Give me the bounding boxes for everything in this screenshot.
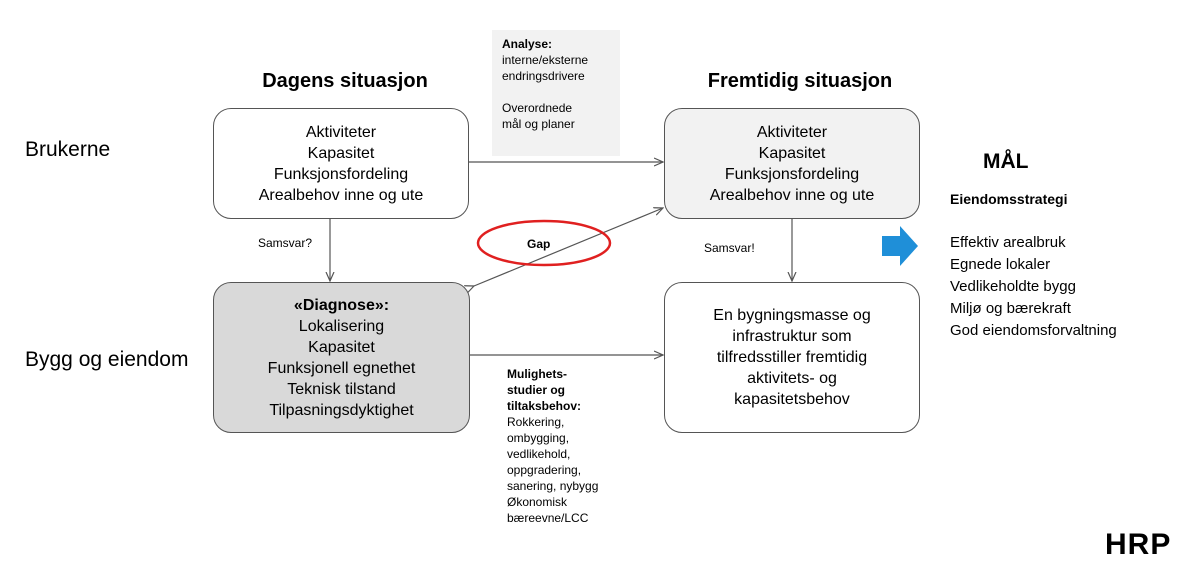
row-label-buildings: Bygg og eiendom <box>25 348 189 371</box>
box-line: Aktiviteter <box>756 123 828 141</box>
box-line: Kapasitet <box>308 338 375 356</box>
analyse-line: endringsdrivere <box>502 69 585 83</box>
box-line: Teknisk tilstand <box>287 380 396 398</box>
samsvar-left-label: Samsvar? <box>258 236 313 250</box>
box-line: Funksjonsfordeling <box>724 165 860 183</box>
box-line: Kapasitet <box>307 144 375 162</box>
goal-item: God eiendomsforvaltning <box>950 322 1117 339</box>
box-line: Kapasitet <box>758 144 826 162</box>
measures-line: Økonomisk <box>507 495 568 509</box>
goal-item: Egnede lokaler <box>950 256 1051 273</box>
box-future-users: Aktiviteter Kapasitet Funksjonsfordeling… <box>664 108 920 219</box>
analyse-line: interne/eksterne <box>502 53 589 67</box>
measures-line: ombygging, <box>507 431 570 445</box>
analyse-line <box>502 84 610 100</box>
box-future-buildings: En bygningsmasse og infrastruktur som ti… <box>664 282 920 433</box>
goal-list: Effektiv arealbruk Egnede lokaler Vedlik… <box>950 232 1190 342</box>
gap-label: Gap <box>527 237 551 251</box>
measures-line: bæreevne/LCC <box>507 511 589 525</box>
analyse-note: Analyse: interne/eksterne endringsdriver… <box>492 30 620 156</box>
analyse-title: Analyse: <box>502 37 553 51</box>
goal-item: Vedlikeholdte bygg <box>950 278 1076 295</box>
row-label-users: Brukerne <box>25 138 111 161</box>
box-diagnosis: «Diagnose»: Lokalisering Kapasitet Funks… <box>213 282 470 433</box>
box-line: En bygningsmasse og <box>713 307 871 324</box>
measures-title-line: Mulighets- <box>507 367 567 381</box>
measures-title-line: studier og <box>507 383 566 397</box>
measures-line: oppgradering, <box>507 463 582 477</box>
measures-line: sanering, nybygg <box>507 479 599 493</box>
heading-current-situation: Dagens situasjon <box>262 70 428 92</box>
measures-line: Rokkering, <box>507 415 565 429</box>
measures-note: Mulighets- studier og tiltaksbehov: Rokk… <box>507 366 637 526</box>
box-line: Lokalisering <box>298 317 385 335</box>
box-line: kapasitetsbehov <box>734 391 850 408</box>
box-line: Arealbehov inne og ute <box>258 186 424 204</box>
box-line: Funksjonell egnethet <box>267 359 416 377</box>
goal-item: Miljø og bærekraft <box>950 300 1071 317</box>
box-line: Aktiviteter <box>305 123 377 141</box>
box-line: aktivitets- og <box>747 370 837 387</box>
hrp-logo: HRP <box>1105 528 1172 561</box>
measures-title-line: tiltaksbehov: <box>507 399 582 413</box>
diagnosis-title: «Diagnose»: <box>293 296 390 314</box>
box-current-users: Aktiviteter Kapasitet Funksjonsfordeling… <box>213 108 469 219</box>
samsvar-right-label: Samsvar! <box>704 241 755 255</box>
analyse-line: Overordnede <box>502 101 573 115</box>
box-line: Tilpasningsdyktighet <box>269 401 414 419</box>
goal-title: MÅL <box>983 150 1029 173</box>
goal-subtitle: Eiendomsstrategi <box>950 191 1068 207</box>
goal-arrow <box>882 226 918 266</box>
box-line: infrastruktur som <box>732 328 852 345</box>
measures-line: vedlikehold, <box>507 447 571 461</box>
arrow-gap <box>474 208 663 286</box>
box-line: Funksjonsfordeling <box>273 165 409 183</box>
analyse-line: mål og planer <box>502 117 575 131</box>
goal-item: Effektiv arealbruk <box>950 234 1066 251</box>
box-line: Arealbehov inne og ute <box>709 186 875 204</box>
box-line: tilfredsstiller fremtidig <box>716 349 868 366</box>
gap-ellipse <box>476 219 612 267</box>
heading-future-situation: Fremtidig situasjon <box>707 70 893 92</box>
